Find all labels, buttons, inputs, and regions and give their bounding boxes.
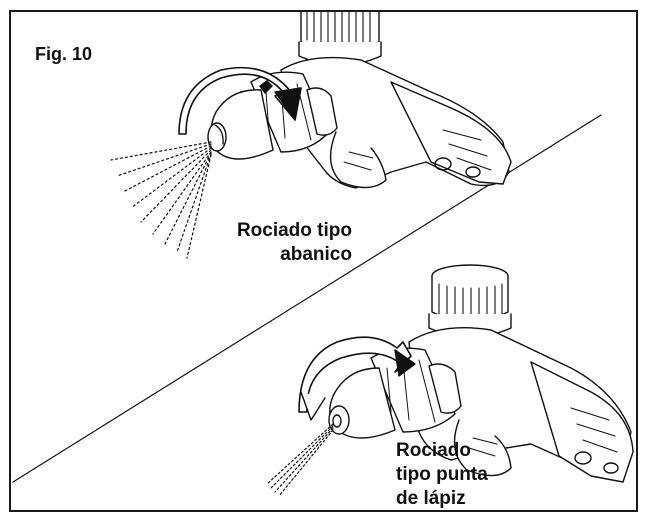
nozzle-illustration	[12, 12, 634, 497]
pencil-spray-label-line1: Rociado	[396, 440, 471, 461]
bottom-knurled-cap	[428, 264, 512, 338]
fan-spray-pattern	[110, 141, 212, 259]
bottom-rotation-arrow	[298, 336, 412, 413]
pencil-spray-pattern	[266, 423, 334, 497]
top-trigger	[329, 131, 387, 189]
pencil-spray-label-line2: tipo punta	[396, 464, 488, 485]
pencil-nozzle	[298, 264, 634, 483]
fan-spray-label: Rociado tipo abanico	[206, 219, 352, 267]
bottom-trigger	[453, 419, 512, 477]
fan-spray-label-line1: Rociado tipo	[236, 220, 352, 241]
fan-spray-label-line2: abanico	[280, 244, 352, 265]
top-handle	[390, 81, 512, 185]
bottom-handle	[530, 361, 634, 483]
figure-frame: Fig. 10 Rociado tipo abanico Rociado tip…	[9, 10, 638, 512]
pencil-spray-label-line3: de lápiz	[396, 488, 466, 509]
figure-title: Fig. 10	[35, 44, 93, 64]
fan-nozzle	[178, 12, 512, 189]
pencil-spray-label: Rociado tipo punta de lápiz	[396, 439, 488, 510]
